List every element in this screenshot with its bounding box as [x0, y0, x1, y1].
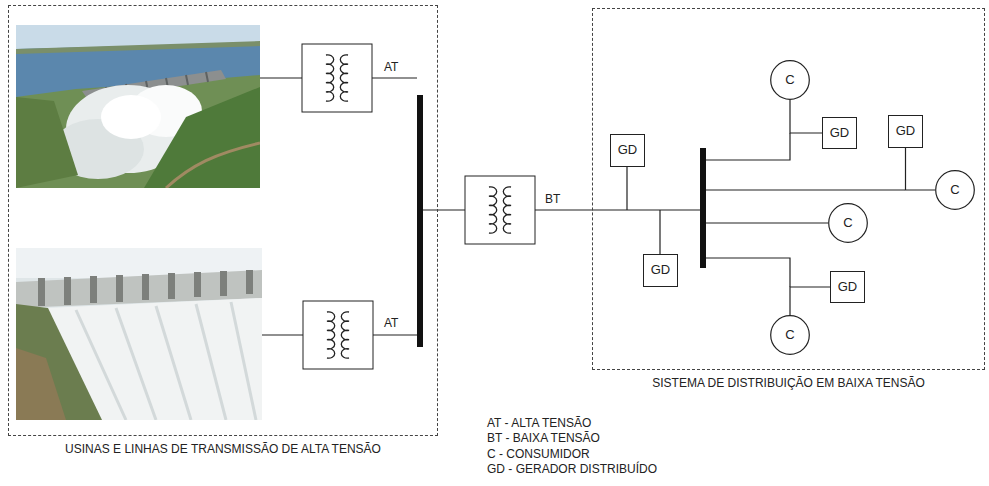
- voltage-label: AT: [384, 316, 398, 331]
- spillway-photo: [16, 248, 262, 420]
- photo-rock: [16, 304, 102, 420]
- legend-line: AT - ALTA TENSÃO: [487, 416, 591, 431]
- dam-photo: [16, 25, 260, 188]
- wire: [706, 222, 828, 223]
- legend-line: GD - GERADOR DISTRIBUÍDO: [487, 462, 657, 477]
- generator-label: GD: [830, 126, 850, 141]
- consumer-circle: C: [935, 170, 975, 210]
- consumer-label: C: [950, 183, 959, 198]
- generator-label: GD: [618, 143, 638, 158]
- wire: [706, 189, 905, 190]
- consumer-circle: C: [770, 60, 810, 100]
- generator-box: GD: [610, 134, 645, 167]
- feeder-wire: [790, 287, 830, 315]
- photo-ground: [16, 25, 260, 188]
- transformer-symbol: [302, 44, 372, 112]
- generator-label: GD: [651, 263, 671, 278]
- generator-label: GD: [838, 280, 858, 295]
- generator-box: GD: [888, 115, 923, 148]
- wire: [706, 133, 790, 160]
- region-caption: SISTEMA DE DISTRIBUIÇÃO EM BAIXA TENSÃO: [593, 377, 984, 391]
- region-frame: SISTEMA DE DISTRIBUIÇÃO EM BAIXA TENSÃOC…: [592, 8, 985, 370]
- feeder-wire: [906, 148, 936, 190]
- transformer-symbol: [303, 301, 373, 369]
- consumer-circle: C: [828, 203, 868, 243]
- photo-shore: [16, 41, 260, 54]
- generator-label: GD: [896, 124, 916, 139]
- photo-hill: [144, 87, 260, 188]
- busbar: [700, 148, 706, 268]
- photo-rock: [16, 348, 66, 420]
- wire: [706, 258, 790, 287]
- legend-line: BT - BAIXA TENSÃO: [487, 431, 600, 446]
- region-caption: USINAS E LINHAS DE TRANSMISSÃO DE ALTA T…: [9, 443, 437, 457]
- generator-box: GD: [822, 117, 857, 149]
- wire: [627, 167, 660, 254]
- photo-hill: [16, 97, 78, 188]
- busbar: [417, 95, 423, 347]
- wires: [260, 78, 905, 335]
- voltage-label: AT: [384, 60, 398, 75]
- photo-road: [166, 143, 260, 188]
- wire: [260, 77, 417, 78]
- wire: [423, 209, 700, 210]
- photo-spray: [101, 95, 161, 139]
- voltage-label: BT: [545, 192, 560, 207]
- consumer-label: C: [785, 73, 794, 88]
- consumer-label: C: [843, 216, 852, 231]
- region-frame: USINAS E LINHAS DE TRANSMISSÃO DE ALTA T…: [8, 5, 438, 436]
- wire: [262, 334, 417, 335]
- legend-line: C - CONSUMIDOR: [487, 447, 590, 462]
- feeder-wire: [790, 100, 822, 133]
- consumer-label: C: [785, 328, 794, 343]
- photo-ground: [16, 248, 262, 420]
- consumer-circle: C: [770, 315, 810, 355]
- photo-streaks: [76, 302, 256, 420]
- generator-box: GD: [830, 271, 865, 303]
- generator-box: GD: [643, 254, 678, 287]
- transformer-symbol: [465, 176, 535, 244]
